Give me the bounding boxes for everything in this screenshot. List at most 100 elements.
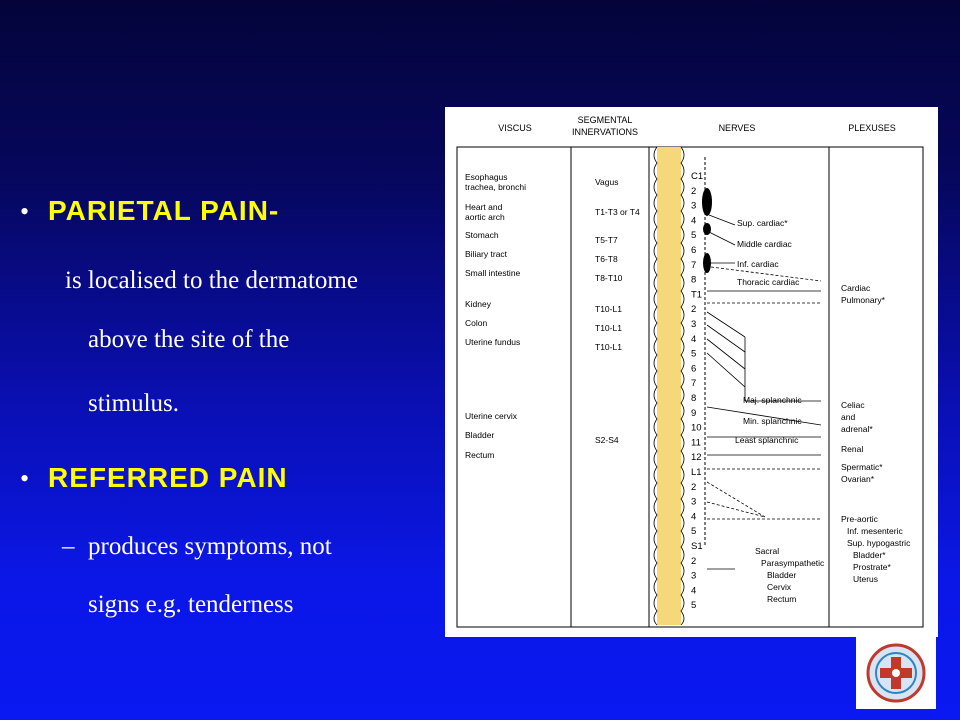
segmental-label: T10-L1 — [595, 304, 622, 314]
plexus-label: Uterus — [853, 574, 878, 584]
viscus-label: Rectum — [465, 450, 494, 460]
plexus-label: Spermatic* — [841, 462, 883, 472]
segment-number: 3 — [691, 571, 696, 582]
header-plexuses: PLEXUSES — [848, 123, 896, 133]
segment-number: 5 — [691, 600, 696, 611]
segmental-label: T10-L1 — [595, 323, 622, 333]
segment-number: 6 — [691, 245, 696, 256]
segmental-label: T1-T3 or T4 — [595, 207, 640, 217]
segment-number: 5 — [691, 230, 696, 241]
bullet-marker: • — [20, 197, 30, 226]
segment-number: 4 — [691, 585, 696, 596]
header-innervations: INNERVATIONS — [572, 127, 638, 137]
viscus-label: Uterine cervix — [465, 411, 518, 421]
viscus-label: Small intestine — [465, 268, 521, 278]
segment-number: T1 — [691, 289, 702, 300]
viscus-label: Heart and — [465, 202, 503, 212]
viscus-label: Uterine fundus — [465, 337, 520, 347]
nerve-label: Maj. splanchnic — [743, 395, 802, 405]
nerve-label: Middle cardiac — [737, 239, 793, 249]
segment-number: 7 — [691, 260, 696, 271]
referred-line-1: produces symptoms, not — [88, 533, 332, 560]
nerve-label: Inf. cardiac — [737, 259, 779, 269]
segment-number: 2 — [691, 186, 696, 197]
plexus-label: Inf. mesenteric — [847, 526, 903, 536]
header-viscus: VISCUS — [498, 123, 532, 133]
segment-number: 2 — [691, 304, 696, 315]
nerve-label: Sup. cardiac* — [737, 218, 788, 228]
segment-number: 5 — [691, 349, 696, 360]
autonomic-innervation-figure: VISCUS SEGMENTAL INNERVATIONS NERVES PLE… — [445, 107, 938, 637]
viscus-label: Bladder — [465, 430, 494, 440]
segment-number: 7 — [691, 378, 696, 389]
segmental-label: T8-T10 — [595, 273, 623, 283]
plexus-label: Celiac — [841, 400, 865, 410]
referred-line-2: signs e.g. tenderness — [88, 591, 294, 618]
ganglion — [703, 253, 711, 273]
viscus-label: Esophagus — [465, 172, 508, 182]
parietal-line-1: is localised to the dermatome — [65, 267, 358, 294]
parietal-pain-heading: Parietal pain- — [48, 195, 280, 226]
plexus-label: Bladder* — [853, 550, 886, 560]
referred-pain-heading: Referred pain — [48, 462, 288, 493]
segment-number: 12 — [691, 452, 702, 463]
nerve-label: Cervix — [767, 582, 792, 592]
segment-number: 8 — [691, 275, 696, 286]
nerve-label: Bladder — [767, 570, 796, 580]
plexus-label: Pre-aortic — [841, 514, 879, 524]
plexus-label: Sup. hypogastric — [847, 538, 911, 548]
plexus-label: Pulmonary* — [841, 295, 886, 305]
segment-number: S1 — [691, 541, 703, 552]
nerve-label: Min. splanchnic — [743, 416, 802, 426]
cord-right-edge — [680, 146, 685, 626]
viscus-label: Colon — [465, 318, 487, 328]
nerve-label: Parasympathetic — [761, 558, 825, 568]
segmental-label: S2-S4 — [595, 435, 619, 445]
segment-number: 10 — [691, 423, 702, 434]
segmental-label: T6-T8 — [595, 254, 618, 264]
viscus-label: trachea, bronchi — [465, 182, 526, 192]
plexus-label: Ovarian* — [841, 474, 875, 484]
parietal-line-2: above the site of the — [88, 326, 290, 353]
ganglion — [703, 223, 711, 235]
nerve-label: Sacral — [755, 546, 779, 556]
segment-number: 6 — [691, 363, 696, 374]
segment-number: 4 — [691, 511, 696, 522]
viscus-label: Kidney — [465, 299, 492, 309]
figure-canvas: VISCUS SEGMENTAL INNERVATIONS NERVES PLE… — [456, 115, 924, 628]
segment-number: 4 — [691, 215, 696, 226]
segment-number: 4 — [691, 334, 696, 345]
spinal-cord — [657, 147, 681, 625]
segment-number: 2 — [691, 556, 696, 567]
segment-number: 9 — [691, 408, 696, 419]
plexus-label: Prostrate* — [853, 562, 891, 572]
segment-number: C1 — [691, 171, 703, 182]
nerve-label: Thoracic cardiac — [737, 277, 800, 287]
bullet-marker: • — [20, 464, 30, 493]
institution-logo — [856, 637, 936, 709]
segment-number: 2 — [691, 482, 696, 493]
plexus-label: Cardiac — [841, 283, 871, 293]
header-nerves: NERVES — [719, 123, 756, 133]
figure-frame — [456, 146, 924, 628]
logo-emblem-icon — [866, 643, 926, 703]
segment-number: 3 — [691, 319, 696, 330]
nerve-label: Least splanchnic — [735, 435, 799, 445]
segment-number: 8 — [691, 393, 696, 404]
segment-number: 5 — [691, 526, 696, 537]
segmental-label: Vagus — [595, 177, 618, 187]
viscus-label: Biliary tract — [465, 249, 508, 259]
segment-number: 3 — [691, 201, 696, 212]
nerve-label: Rectum — [767, 594, 796, 604]
nerve-lines — [706, 214, 822, 570]
ganglion — [702, 188, 712, 216]
cord-left-edge — [653, 146, 658, 626]
plexus-label: adrenal* — [841, 424, 873, 434]
viscus-label: Stomach — [465, 230, 499, 240]
plexus-labels: CardiacPulmonary*Celiacandadrenal*RenalS… — [841, 283, 911, 584]
plexus-label: and — [841, 412, 855, 422]
parietal-line-3: stimulus. — [88, 390, 179, 417]
